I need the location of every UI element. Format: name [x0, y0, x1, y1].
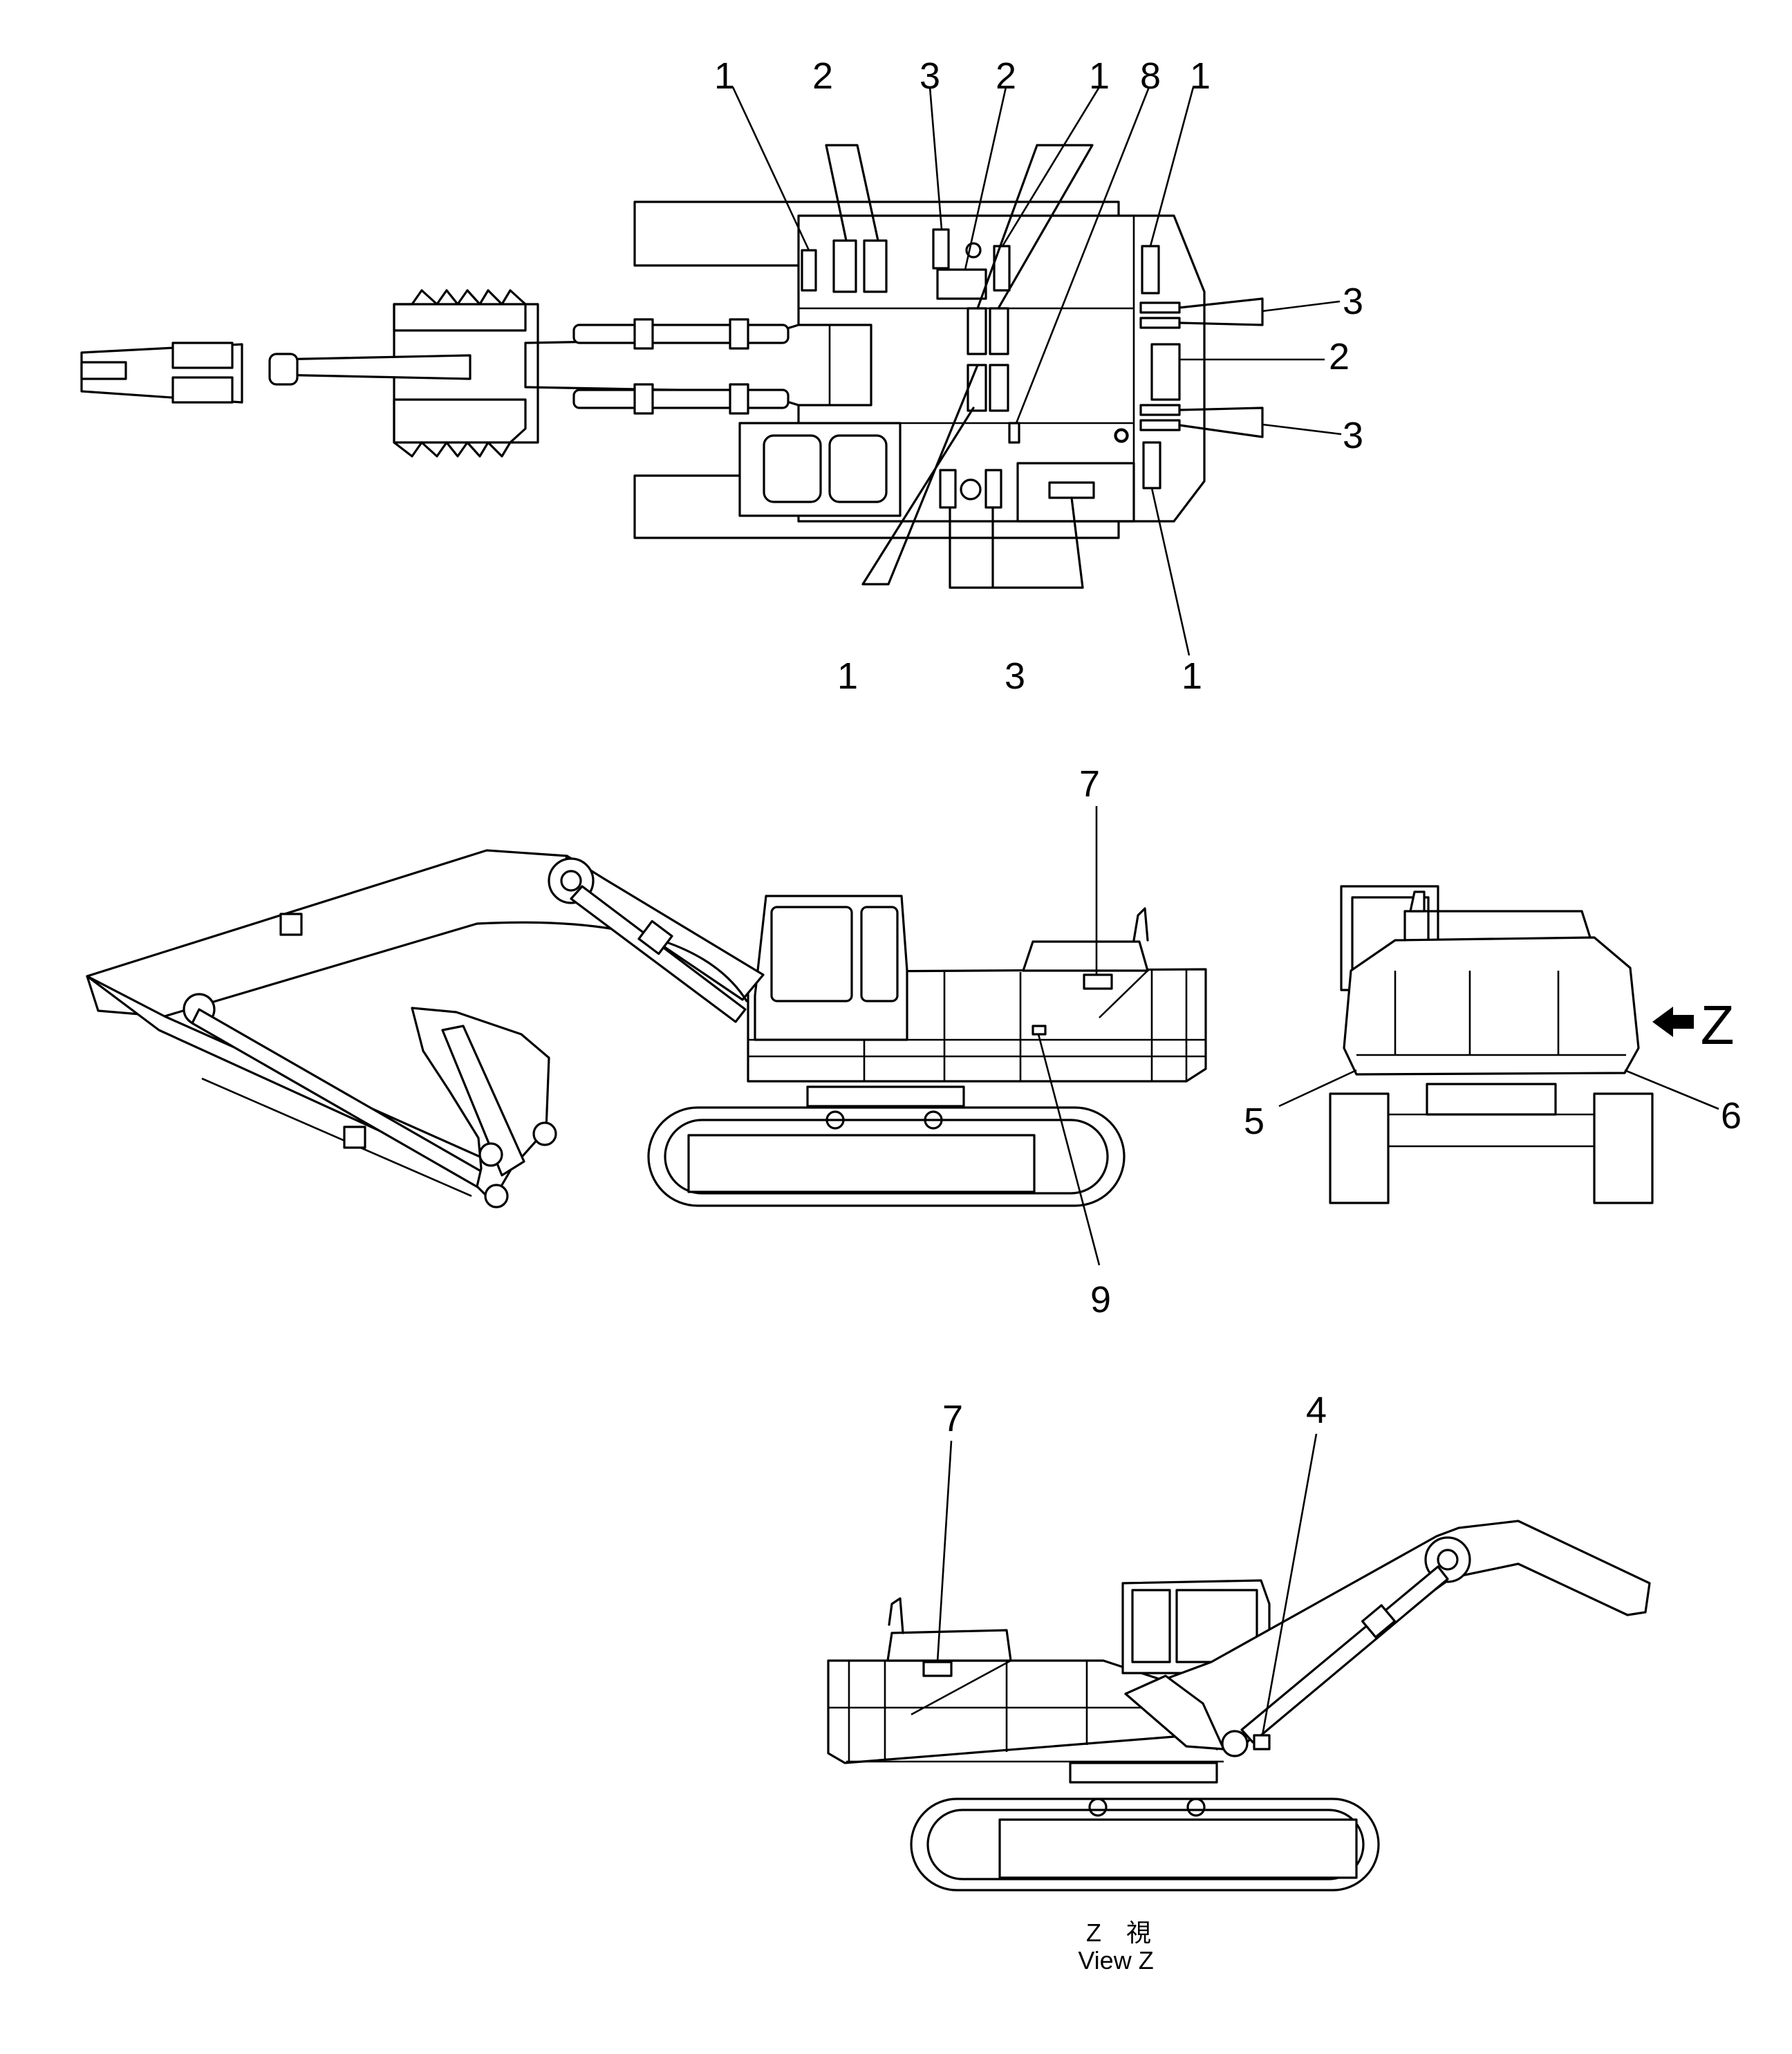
bucket-top-view — [393, 289, 527, 332]
callout-top-2: 2 — [812, 55, 833, 97]
callout-top-5: 1 — [1089, 55, 1110, 97]
decal-2-c — [936, 268, 987, 300]
arm-top-view — [272, 354, 472, 380]
top-view: 1 2 3 2 1 8 1 3 2 3 1 3 1 — [80, 55, 1363, 697]
view-z: 7 4 Z 視 View Z — [827, 1390, 1651, 1974]
callout-right-1: 3 — [1343, 281, 1363, 322]
view-z-caption-jp: Z 視 — [1086, 1918, 1151, 1947]
decal-1-a — [801, 249, 817, 292]
callout-view-z-7: 7 — [942, 1398, 963, 1439]
decal-3-c — [1139, 317, 1181, 329]
engine-hood — [1016, 462, 1135, 523]
decal-1-e — [967, 364, 987, 412]
callout-bottom-2: 3 — [1005, 655, 1025, 697]
callout-top-7: 1 — [1190, 55, 1211, 97]
callout-bottom-3: 1 — [1182, 655, 1202, 697]
callout-right-2: 2 — [1329, 336, 1350, 377]
decal-3-d — [1139, 404, 1181, 416]
rear-track-right — [1593, 1092, 1654, 1204]
crawler-track — [647, 1106, 1126, 1207]
decal-1-f — [989, 364, 1009, 412]
view-z-arrow — [1652, 1007, 1694, 1037]
engine-hood-side — [1022, 940, 1149, 972]
decal-1-h — [1142, 441, 1161, 489]
decal-3-a — [932, 228, 950, 270]
view-z-marker: Z — [1701, 994, 1735, 1056]
callout-top-4: 2 — [996, 55, 1016, 97]
callout-view-z-4: 4 — [1306, 1390, 1327, 1431]
callout-bottom-1: 1 — [837, 655, 858, 697]
callout-side-7: 7 — [1079, 763, 1100, 805]
callout-rear-6: 6 — [1721, 1095, 1742, 1137]
callout-top-1: 1 — [714, 55, 735, 97]
decal-2-a — [832, 239, 857, 293]
side-view: 7 9 — [86, 763, 1207, 1320]
decal-3-b — [1139, 301, 1181, 314]
decal-4-view-z — [1253, 1734, 1271, 1750]
rear-view: Z 5 6 — [1244, 885, 1742, 1204]
rear-track-left — [1329, 1092, 1390, 1204]
callout-rear-5: 5 — [1244, 1101, 1264, 1142]
view-z-track — [910, 1798, 1380, 1892]
callout-top-6: 8 — [1140, 55, 1161, 97]
leader-lines-top — [731, 86, 1342, 656]
callout-top-3: 3 — [920, 55, 940, 97]
callout-side-9: 9 — [1090, 1279, 1111, 1320]
decal-2-d — [1150, 343, 1181, 401]
decal-1-b — [993, 245, 1011, 292]
decal-8 — [1008, 422, 1020, 444]
decal-3-g — [984, 469, 1002, 509]
decal-9-side — [1032, 1025, 1047, 1036]
decal-1-g — [1141, 245, 1160, 295]
decal-1-c — [967, 307, 987, 355]
callouts-top-view: 1 2 3 2 1 8 1 3 2 3 1 3 1 — [714, 55, 1363, 697]
decal-7-view-z — [922, 1661, 953, 1677]
view-z-caption-en: View Z — [1078, 1946, 1153, 1974]
decal-1-d — [989, 307, 1009, 355]
callout-right-3: 3 — [1343, 415, 1363, 456]
counterweight — [1343, 936, 1640, 1076]
decal-3-e — [1139, 419, 1181, 431]
cab-side — [754, 895, 908, 1041]
decal-2-b — [863, 239, 888, 293]
decal-3-f — [939, 469, 957, 509]
decal-3-h — [1048, 481, 1095, 499]
decal-7-side — [1083, 973, 1113, 990]
